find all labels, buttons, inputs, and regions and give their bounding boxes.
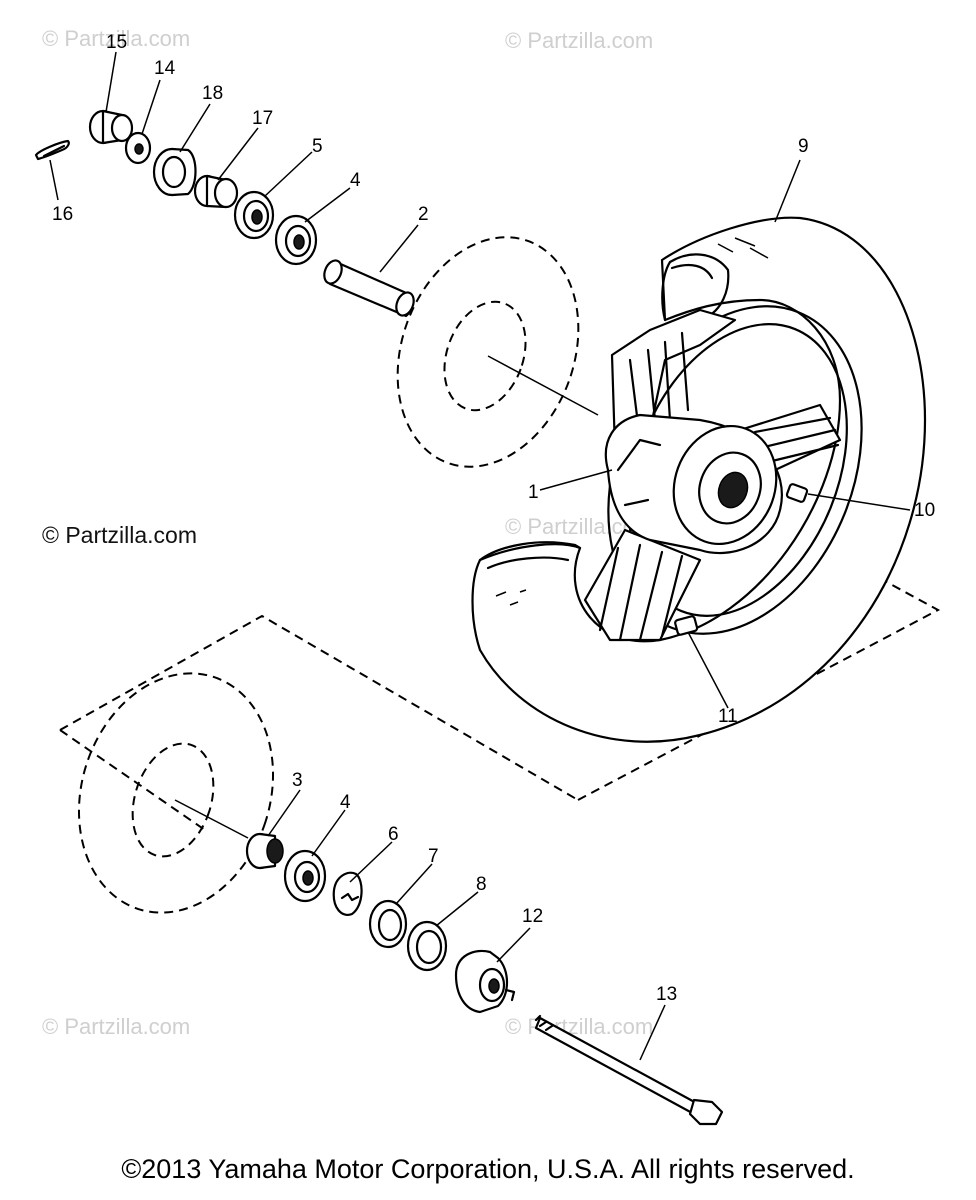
part-16-cotter-pin <box>34 139 70 161</box>
part-17-spacer <box>193 174 239 209</box>
callout-8: 8 <box>476 874 487 895</box>
callout-labels: 15 14 18 17 5 4 16 2 9 1 10 11 3 4 6 7 8… <box>52 32 935 1005</box>
callout-11: 11 <box>718 706 738 727</box>
callout-9: 9 <box>798 136 809 157</box>
callout-1: 1 <box>528 482 539 503</box>
brake-disc-upper <box>396 236 580 468</box>
copyright-notice: ©2013 Yamaha Motor Corporation, U.S.A. A… <box>121 1154 855 1184</box>
part-14-washer <box>124 131 152 165</box>
wheel-assembly <box>471 216 927 743</box>
part-15-nut <box>88 109 134 145</box>
callout-5: 5 <box>312 136 323 157</box>
part-7-oil-seal <box>368 899 408 949</box>
part-4-bearing-upper <box>274 214 318 266</box>
callout-6: 6 <box>388 824 399 845</box>
part-18-collar <box>152 147 197 197</box>
callout-2: 2 <box>418 204 429 225</box>
callout-10: 10 <box>914 500 935 521</box>
leader-lines <box>49 51 911 1061</box>
part-4-bearing-lower <box>283 849 327 903</box>
brake-disc-lower <box>77 672 275 914</box>
watermark-top-left: © Partzilla.com <box>42 26 191 51</box>
part-13-wheel-axle <box>534 1014 724 1126</box>
part-2-axle-spacer <box>323 259 415 318</box>
callout-4-lower: 4 <box>340 792 351 813</box>
watermark-bottom-left: © Partzilla.com <box>42 1014 191 1039</box>
callout-3: 3 <box>292 770 303 791</box>
part-8-oil-seal <box>406 920 448 972</box>
part-12-gear-unit <box>454 949 516 1014</box>
watermark-mid-left: © Partzilla.com <box>42 522 197 548</box>
callout-14: 14 <box>154 58 176 79</box>
callout-16: 16 <box>52 204 73 225</box>
callout-17: 17 <box>252 108 273 129</box>
watermark-top-center: © Partzilla.com <box>505 28 654 53</box>
callout-7: 7 <box>428 846 439 867</box>
watermark-bottom-center: © Partzilla.com <box>505 1014 654 1039</box>
part-3-bush <box>245 832 284 870</box>
callout-12: 12 <box>522 906 543 927</box>
part-5-oil-seal <box>233 190 275 240</box>
callout-4-upper: 4 <box>350 170 361 191</box>
callout-18: 18 <box>202 83 223 104</box>
callout-15: 15 <box>106 32 127 53</box>
part-6-clutch-retainer <box>332 871 363 916</box>
callout-13: 13 <box>656 984 677 1005</box>
